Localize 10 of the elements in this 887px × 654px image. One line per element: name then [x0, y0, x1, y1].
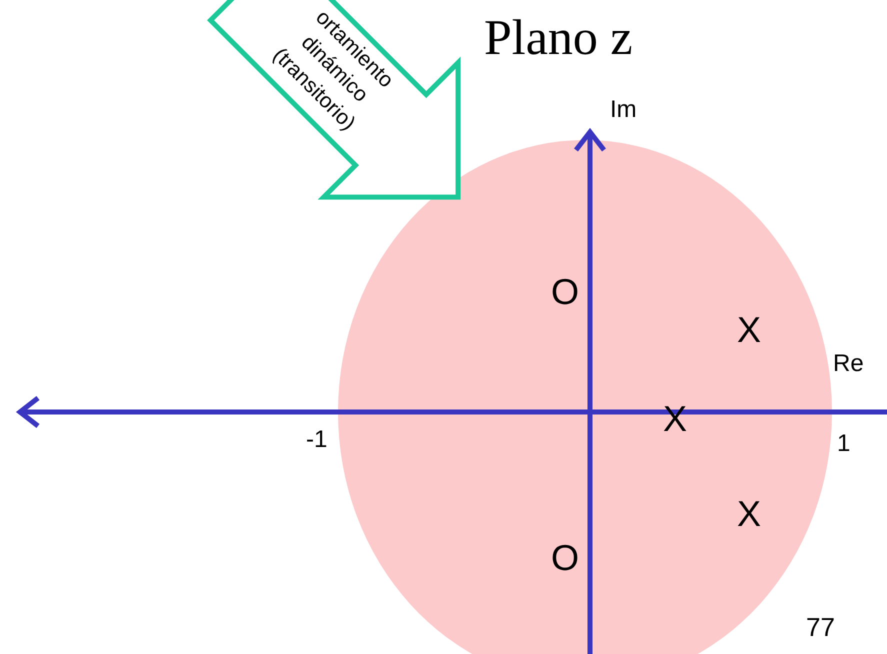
tick-label: 1 [837, 432, 850, 456]
pole-marker: X [737, 312, 762, 348]
page-number: 77 [806, 614, 835, 640]
zero-marker: O [551, 274, 580, 310]
tick-label: -1 [306, 428, 328, 452]
pole-marker: X [737, 496, 762, 532]
axis-label: Im [610, 98, 637, 122]
axis-label: Re [833, 352, 864, 376]
title: Plano z [484, 12, 633, 62]
zero-marker: O [551, 540, 580, 576]
